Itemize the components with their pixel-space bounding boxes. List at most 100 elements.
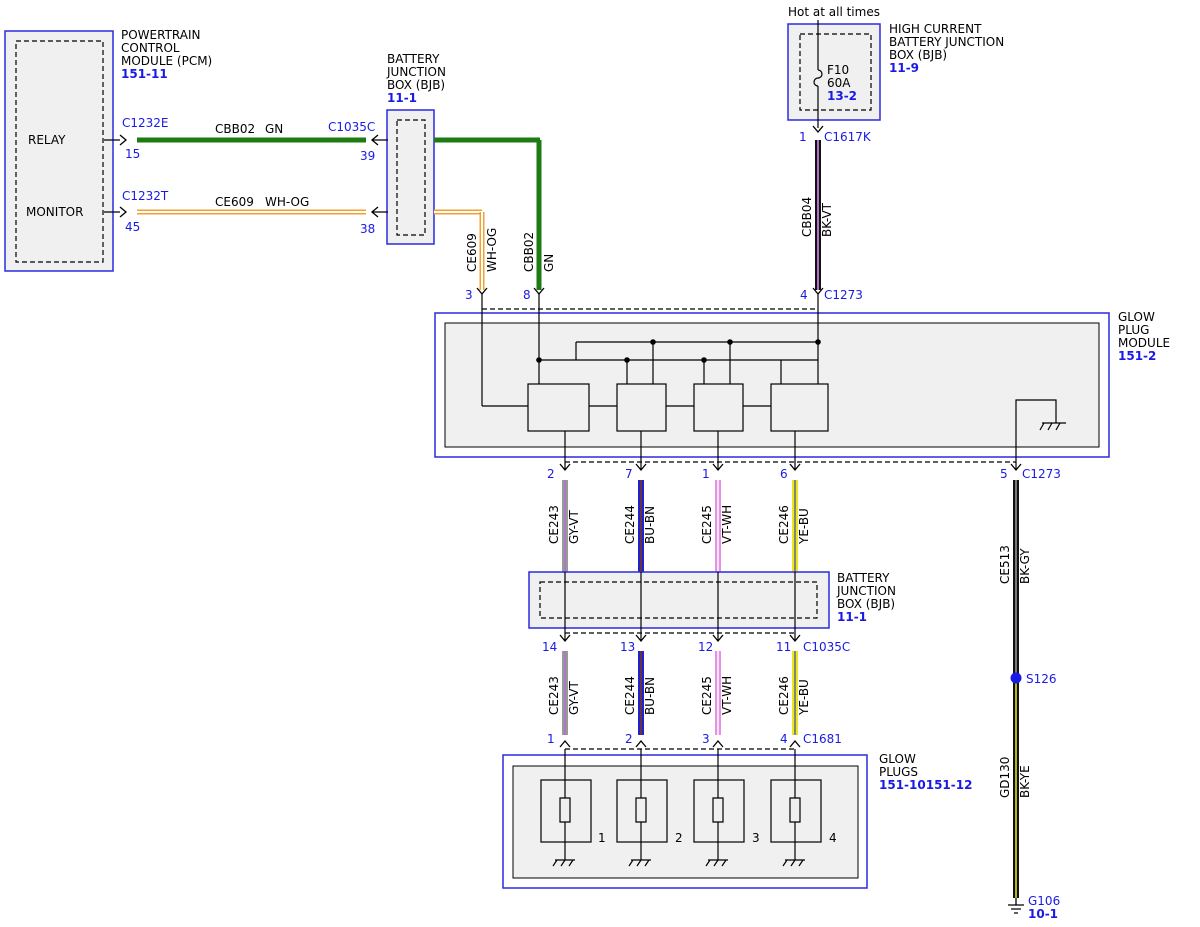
cbb04-v-color: BK-VT: [820, 202, 834, 237]
glow-plug-num-2: 2: [675, 831, 683, 845]
c1035c-bottom-pin11: 11: [776, 640, 791, 654]
glow-plugs-ref: 151-10151-12: [879, 778, 972, 792]
glow-plugs-name-1: GLOW: [879, 752, 916, 766]
c1035c-pin39: 39: [360, 149, 375, 163]
glow-plug-4: [770, 749, 822, 867]
bjb-mid: BATTERY JUNCTION BOX (BJB) 11-1: [528, 571, 896, 640]
c1035c-bottom-pin12: 12: [698, 640, 713, 654]
bjb-top-ref: 11-1: [387, 91, 417, 105]
glow-plug-1: [540, 749, 592, 867]
ground-g106-ref: 10-1: [1028, 907, 1058, 921]
driver-block-1: [527, 383, 590, 432]
glow-plug-num-3: 3: [752, 831, 760, 845]
gpm-name-2: PLUG: [1118, 323, 1149, 337]
hcbjb-module: Hot at all times F10 60A 13-2 HIGH CURRE…: [787, 5, 1004, 128]
glow-plug-2-icon: [628, 749, 651, 867]
c1273-bottom-pin1: 1: [702, 467, 710, 481]
c1681-pin2: 2: [625, 732, 633, 746]
gpm-name-1: GLOW: [1118, 310, 1155, 324]
glow-plug-4-icon: [782, 749, 805, 867]
cbb04-v-circuit: CBB04: [800, 197, 814, 237]
mid-w1-circuit: CE243: [547, 505, 561, 544]
pcm-name-1: POWERTRAIN: [121, 28, 201, 42]
c1273-bottom: 2 7 1 6 5 C1273: [547, 461, 1061, 481]
low-w4-color: YE-BU: [797, 679, 811, 716]
low-w3-circuit: CE245: [700, 676, 714, 715]
c1617k-pin: 1: [799, 130, 807, 144]
ground-path: S126 CE513 BK-GY GD130 BK-YE G106 10-1: [998, 480, 1060, 921]
c1273-bottom-label: C1273: [1022, 467, 1061, 481]
ce609-v-circuit: CE609: [465, 233, 479, 272]
hot-at-all-times: Hot at all times: [788, 5, 880, 19]
gpm-ref: 151-2: [1118, 349, 1156, 363]
glow-plugs-name-2: PLUGS: [879, 765, 918, 779]
glow-plug-3: [693, 749, 745, 867]
c1273-bottom-pin5: 5: [1000, 467, 1008, 481]
glow-plug-module: GLOW PLUG MODULE 151-2: [434, 294, 1170, 470]
bjb-mid-name-2: JUNCTION: [836, 584, 896, 598]
bjb-mid-name-1: BATTERY: [837, 571, 890, 585]
low-w1-color: GY-VT: [567, 681, 581, 715]
c1035c-bottom-pin13: 13: [620, 640, 635, 654]
low-wires: CE243 GY-VT CE244 BU-BN CE245 VT-WH CE24…: [547, 651, 811, 735]
c1232e-arrow: [104, 134, 128, 146]
low-w2-color: BU-BN: [643, 677, 657, 715]
ce513-circuit: CE513: [998, 545, 1012, 584]
mid-w3-color: VT-WH: [720, 505, 734, 544]
c1232t-pin: 45: [125, 220, 140, 234]
mid-w2-color: BU-BN: [643, 506, 657, 544]
fuse-amps: 60A: [827, 76, 851, 90]
pcm-module: RELAY MONITOR POWERTRAIN CONTROL MODULE …: [4, 28, 212, 272]
mid-w3-circuit: CE245: [700, 505, 714, 544]
ground-g106-label: G106: [1028, 894, 1060, 908]
ce513-color: BK-GY: [1018, 548, 1032, 584]
pcm-name-3: MODULE (PCM): [121, 54, 212, 68]
cbb02-v-circuit: CBB02: [522, 232, 536, 272]
pcm-ref: 151-11: [121, 67, 168, 81]
fuse-icon: [813, 69, 823, 87]
fuse-id: F10: [827, 63, 849, 77]
c1232t-arrow: [104, 206, 128, 218]
glow-plug-3-icon: [705, 749, 728, 867]
pcm-name-2: CONTROL: [121, 41, 180, 55]
c1681-label: C1681: [803, 732, 842, 746]
c1232e-label: C1232E: [122, 116, 169, 130]
c1273-bottom-pin6: 6: [780, 467, 788, 481]
c1681-connector: 1 2 3 4 C1681: [547, 732, 842, 750]
hcbjb-name-1: HIGH CURRENT: [889, 22, 982, 36]
module-ground-icon: [1015, 399, 1066, 470]
splice-s126-label: S126: [1026, 672, 1057, 686]
low-w2-circuit: CE244: [623, 676, 637, 715]
splice-s126-dot: [1010, 672, 1022, 684]
bjb-mid-name-3: BOX (BJB): [837, 597, 895, 611]
fuse-ref: 13-2: [827, 89, 857, 103]
driver-block-3: [693, 383, 744, 432]
hcbjb-name-3: BOX (BJB): [889, 48, 947, 62]
mid-w1-color: GY-VT: [567, 510, 581, 544]
c1035c-bottom-pin14: 14: [542, 640, 557, 654]
c1273-top-label: C1273: [824, 288, 863, 302]
low-w1-circuit: CE243: [547, 676, 561, 715]
pcm-relay-label: RELAY: [28, 133, 66, 147]
c1035c-pin38: 38: [360, 222, 375, 236]
ground-g106-icon: [1008, 898, 1024, 914]
c1681-pin4: 4: [780, 732, 788, 746]
c1232e-pin: 15: [125, 147, 140, 161]
c1035c-bottom-label: C1035C: [803, 640, 850, 654]
gd130-color: BK-YE: [1018, 765, 1032, 798]
c1273-bottom-pin2: 2: [547, 467, 555, 481]
glow-plug-2: [616, 749, 668, 867]
c1035c-39-arrow: [370, 134, 388, 146]
glow-plugs: 1 2 3 4 GLOW PLUGS 151-10151-12: [502, 749, 972, 889]
mid-wires: CE243 GY-VT CE244 BU-BN CE245 VT-WH CE24…: [547, 480, 811, 572]
hcbjb-name-2: BATTERY JUNCTION: [889, 35, 1004, 49]
gd130-circuit: GD130: [998, 757, 1012, 798]
driver-block-2: [616, 383, 667, 432]
gpm-name-3: MODULE: [1118, 336, 1170, 350]
bjb-top-name-3: BOX (BJB): [387, 78, 445, 92]
top-wiring: C1232E 15 CBB02 GN C1035C 39 C1232T 45 C…: [104, 116, 872, 310]
c1617k-label: C1617K: [824, 130, 872, 144]
glow-plug-1-icon: [552, 749, 575, 867]
ce609-v-color: WH-OG: [485, 228, 499, 272]
mid-w2-circuit: CE244: [623, 505, 637, 544]
